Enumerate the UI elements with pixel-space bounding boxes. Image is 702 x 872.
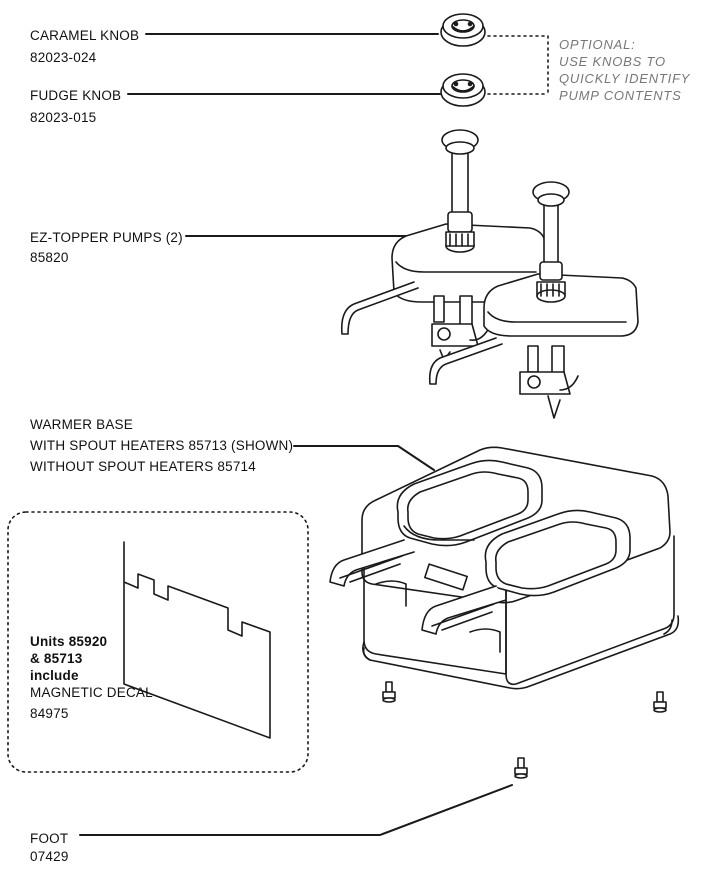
note-dots-top xyxy=(487,35,549,95)
pumps-number: 85820 xyxy=(30,250,69,265)
foot-left xyxy=(382,681,396,703)
pump-2-drawing xyxy=(428,181,639,419)
foot-number: 07429 xyxy=(30,849,69,864)
decal-units-line1: Units 85920 xyxy=(30,634,108,649)
fudge-knob-drawing xyxy=(440,73,486,107)
warmer-base-line2: WITH SPOUT HEATERS 85713 (SHOWN) xyxy=(30,438,294,453)
caramel-knob-name: CARAMEL KNOB xyxy=(30,28,140,43)
fudge-knob-name: FUDGE KNOB xyxy=(30,88,122,103)
warmer-base-line3: WITHOUT SPOUT HEATERS 85714 xyxy=(30,459,256,474)
foot-loose xyxy=(514,757,528,779)
optional-note-line2: USE KNOBS TO xyxy=(559,54,666,69)
foot-leader xyxy=(79,784,513,836)
spout-heater-2 xyxy=(421,585,507,653)
pumps-name: EZ-TOPPER PUMPS (2) xyxy=(30,230,183,245)
fudge-knob-number: 82023-015 xyxy=(30,110,97,125)
foot-name: FOOT xyxy=(30,831,69,846)
caramel-knob-number: 82023-024 xyxy=(30,50,97,65)
optional-note-line1: OPTIONAL: xyxy=(559,37,636,52)
optional-note-line4: PUMP CONTENTS xyxy=(559,88,682,103)
foot-right xyxy=(653,691,667,713)
caramel-knob-drawing xyxy=(440,13,486,47)
optional-note-line3: QUICKLY IDENTIFY xyxy=(559,71,691,86)
warmer-base-drawing xyxy=(329,446,680,690)
decal-name: MAGNETIC DECAL xyxy=(30,685,153,700)
warmer-leader xyxy=(293,445,435,471)
magnetic-decal xyxy=(123,541,271,739)
decal-number: 84975 xyxy=(30,706,69,721)
well-2 xyxy=(484,509,631,597)
spout-heater-1 xyxy=(329,539,415,607)
decal-units-line2: & 85713 xyxy=(30,651,83,666)
decal-callout-box xyxy=(7,511,309,773)
warmer-base-name: WARMER BASE xyxy=(30,417,133,432)
decal-units-line3: include xyxy=(30,668,79,683)
well-1 xyxy=(396,459,543,547)
